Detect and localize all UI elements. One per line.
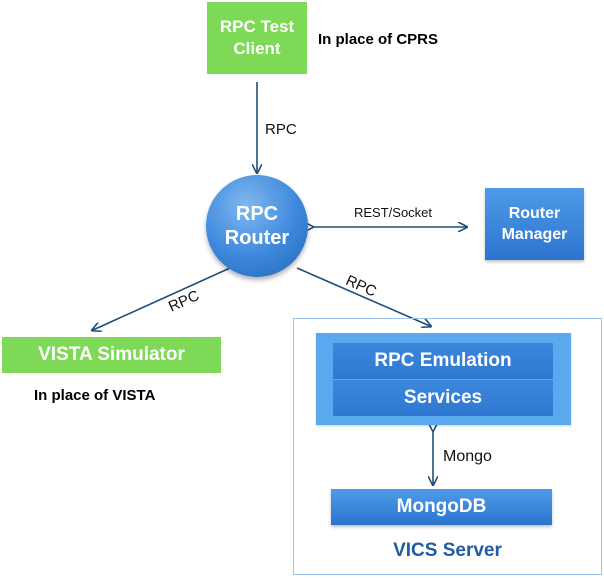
cprs-note: In place of CPRS bbox=[318, 31, 439, 48]
router-manager-label: Router Manager bbox=[501, 205, 568, 243]
arrow-router-to-vista bbox=[93, 267, 231, 330]
arrow-router-to-emulation bbox=[296, 267, 430, 326]
mongo-label: Mongo bbox=[443, 448, 492, 465]
vics-server-title: VICS Server bbox=[393, 540, 502, 561]
rpc-emulation-label-2: Services bbox=[403, 387, 483, 408]
vista-simulator-label: VISTA Simulator bbox=[38, 344, 185, 365]
client-router-label: RPC bbox=[265, 121, 297, 138]
mongodb-node: MongoDB bbox=[331, 489, 552, 525]
rpc-router-label: RPC Router bbox=[224, 203, 290, 249]
rpc-router-node: RPC Router bbox=[206, 175, 308, 277]
rpc-emulation-row-1: RPC Emulation bbox=[333, 343, 553, 379]
vista-simulator-node: VISTA Simulator bbox=[2, 337, 221, 373]
vista-note: In place of VISTA bbox=[34, 387, 156, 404]
rest-socket-label: REST/Socket bbox=[354, 205, 433, 220]
vics-server-container bbox=[293, 318, 602, 575]
rpc-test-client-label: RPC Test Client bbox=[219, 17, 295, 58]
rpc-emulation-row-2: Services bbox=[333, 380, 553, 416]
rpc-test-client-node: RPC Test Client bbox=[207, 2, 307, 74]
mongodb-label: MongoDB bbox=[396, 496, 487, 517]
router-manager-node: Router Manager bbox=[485, 188, 584, 260]
rpc-emulation-services-node: RPC Emulation Services bbox=[316, 333, 571, 425]
rpc-emulation-label-1: RPC Emulation bbox=[374, 350, 512, 371]
